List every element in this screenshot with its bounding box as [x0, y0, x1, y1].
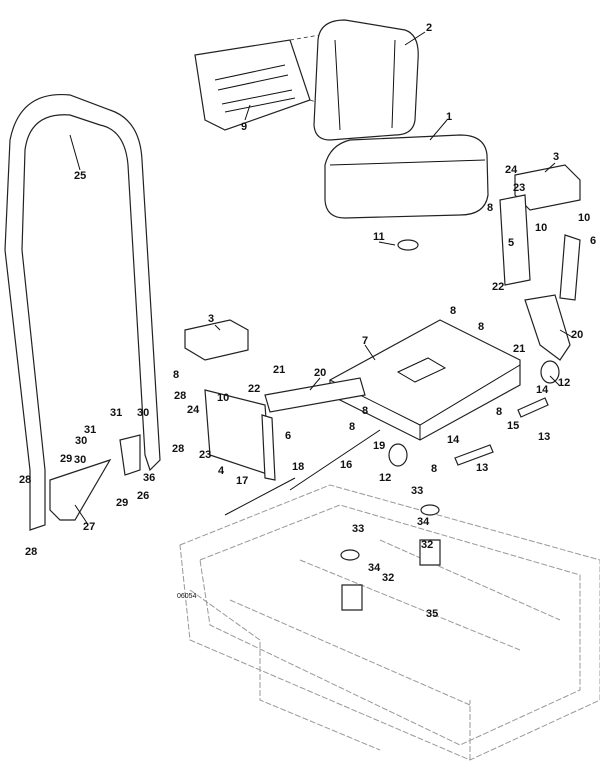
seat-back [313, 19, 419, 141]
callout-30: 30 [74, 454, 86, 466]
spring-isolators [340, 504, 441, 611]
callout-19: 19 [373, 440, 385, 452]
callout-2: 2 [426, 22, 432, 34]
left-armrest [184, 319, 276, 481]
right-armrest [499, 164, 581, 301]
mower-frame [179, 484, 600, 761]
callout-8: 8 [496, 406, 502, 418]
callout-8: 8 [450, 305, 456, 317]
callout-29: 29 [116, 497, 128, 509]
callout-24: 24 [505, 164, 518, 176]
release-rod [289, 429, 381, 491]
callout-3: 3 [208, 313, 214, 325]
callout-8: 8 [349, 421, 355, 433]
callout-1: 1 [446, 111, 452, 123]
callout-8: 8 [487, 202, 493, 214]
callout-31: 31 [110, 407, 122, 419]
callout-5: 5 [508, 237, 514, 249]
callout-34: 34 [368, 562, 381, 574]
callout-28: 28 [19, 474, 31, 486]
callout-29: 29 [60, 453, 72, 465]
adjuster-knob [397, 239, 419, 251]
callout-26: 26 [137, 490, 149, 502]
seat-slide-right [524, 294, 571, 361]
callout-34: 34 [417, 516, 430, 528]
callout-14: 14 [536, 384, 549, 396]
linkage-rod [224, 477, 296, 516]
figure-id: 06054 [177, 593, 197, 600]
callout-6: 6 [590, 235, 596, 247]
callout-24: 24 [187, 404, 200, 416]
callout-8: 8 [173, 369, 179, 381]
callout-22: 22 [492, 281, 504, 293]
pivot-pin [454, 444, 494, 466]
callout-7: 7 [362, 335, 368, 347]
roll-bar-mount [49, 434, 141, 521]
callout-14: 14 [447, 434, 460, 446]
bumper [388, 443, 408, 467]
pivot-pin [517, 397, 549, 418]
callout-25: 25 [74, 170, 86, 182]
roll-bar [4, 93, 161, 531]
callout-6: 6 [285, 430, 291, 442]
callout-9: 9 [241, 121, 247, 133]
callout-21: 21 [513, 343, 525, 355]
callout-3: 3 [553, 151, 559, 163]
callout-28: 28 [25, 546, 37, 558]
callout-23: 23 [513, 182, 525, 194]
callout-8: 8 [478, 321, 484, 333]
callout-leaders [69, 31, 575, 524]
callout-13: 13 [538, 431, 550, 443]
callout-33: 33 [352, 523, 364, 535]
callout-12: 12 [558, 377, 570, 389]
seat-slide-left [264, 377, 366, 413]
callout-27: 27 [83, 521, 95, 533]
bumper [540, 360, 560, 384]
callout-8: 8 [431, 463, 437, 475]
seat-back-panel [194, 34, 326, 131]
callout-15: 15 [507, 420, 519, 432]
callout-18: 18 [292, 461, 304, 473]
callout-30: 30 [75, 435, 87, 447]
callout-23: 23 [199, 449, 211, 461]
callout-31: 31 [84, 424, 96, 436]
callout-28: 28 [172, 443, 184, 455]
callout-20: 20 [314, 367, 326, 379]
callout-20: 20 [571, 329, 583, 341]
seat-cushion [324, 134, 489, 219]
callout-33: 33 [411, 485, 423, 497]
callout-11: 11 [373, 231, 385, 243]
callout-36: 36 [143, 472, 155, 484]
callout-35: 35 [426, 608, 438, 620]
callout-10: 10 [217, 392, 229, 404]
callout-30: 30 [137, 407, 149, 419]
callout-12: 12 [379, 472, 391, 484]
callout-32: 32 [421, 539, 433, 551]
callout-21: 21 [273, 364, 285, 376]
callout-13: 13 [476, 462, 488, 474]
callout-10: 10 [578, 212, 590, 224]
callout-10: 10 [535, 222, 547, 234]
callout-17: 17 [236, 475, 248, 487]
callout-4: 4 [218, 465, 225, 477]
callout-16: 16 [340, 459, 352, 471]
callout-22: 22 [248, 383, 260, 395]
callout-32: 32 [382, 572, 394, 584]
callout-28: 28 [174, 390, 186, 402]
callout-8: 8 [362, 405, 368, 417]
